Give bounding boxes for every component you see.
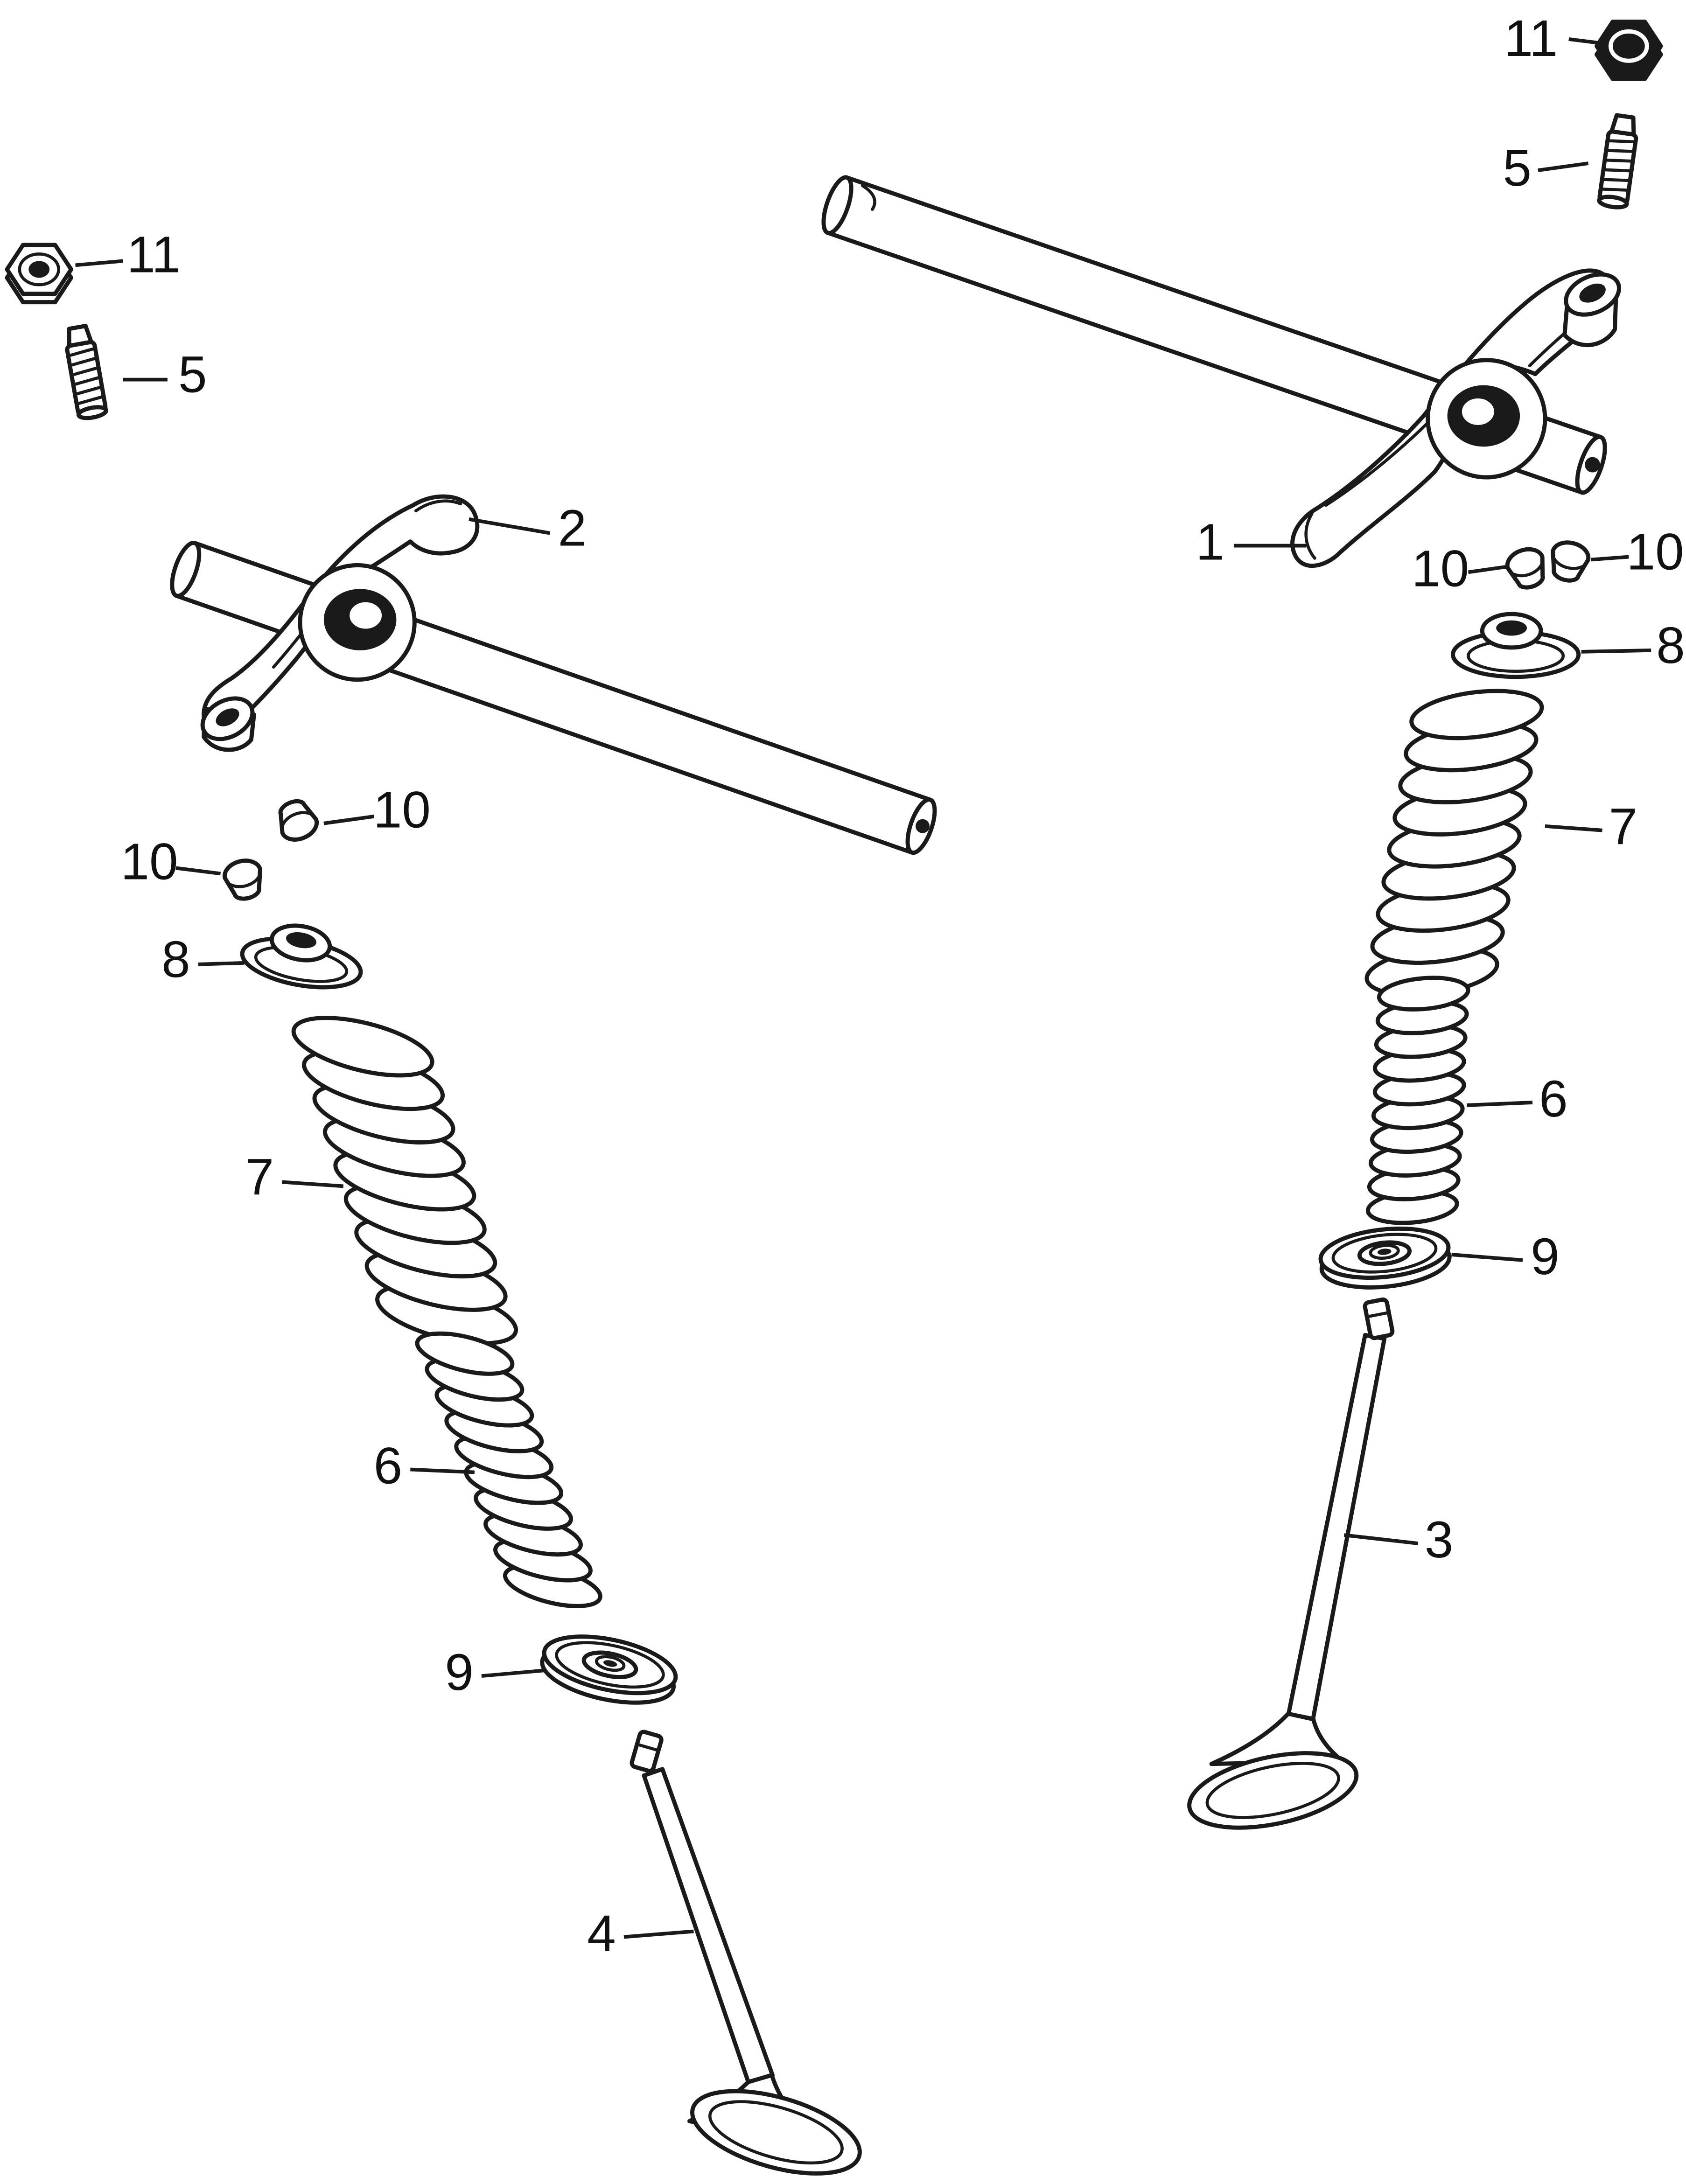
callout-9-left: 9 (445, 1644, 545, 1701)
leader-line (469, 517, 551, 535)
lock-nut-top-left (5, 243, 74, 305)
spring-retainer-left (240, 923, 363, 990)
callout-label: 8 (161, 931, 190, 988)
callout-label: 5 (178, 346, 207, 404)
callout-11-top-right: 11 (1504, 10, 1603, 67)
adjuster-hole (216, 708, 239, 726)
callout-label: 11 (127, 226, 181, 283)
valve-stem-tip (630, 1730, 664, 1773)
leader-line (1467, 1101, 1533, 1107)
callout-label: 6 (1539, 1070, 1568, 1128)
valve-head (690, 2089, 862, 2176)
callout-8-right: 8 (1581, 617, 1685, 674)
valve-keepers-right (1505, 540, 1591, 590)
callout-5-top-right: 5 (1503, 140, 1589, 197)
callouts: 11 5 11 5 2 1 10 10 (75, 10, 1685, 1962)
adjuster-hole (1579, 283, 1606, 303)
spring-retainer-right (1451, 612, 1581, 679)
callout-11-top-left: 11 (75, 226, 181, 283)
leader-line (1545, 824, 1602, 832)
callout-label: 11 (1504, 10, 1558, 67)
spring-seat-left (540, 1634, 678, 1705)
callout-label: 10 (1412, 540, 1469, 597)
valve-keepers-left (222, 799, 319, 901)
callout-6-right: 6 (1467, 1070, 1568, 1128)
callout-label: 1 (1196, 513, 1224, 571)
leader-line (1538, 161, 1589, 172)
valve-keeper (222, 858, 262, 901)
callout-label: 10 (373, 781, 431, 839)
valve-right (1187, 1297, 1395, 1830)
retainer-hole (286, 932, 317, 949)
leader-line (198, 961, 245, 966)
callout-label: 7 (245, 1148, 274, 1206)
leader-line (1451, 1253, 1523, 1262)
valve-stem (642, 1767, 775, 2086)
shaft-end-hole (916, 819, 930, 833)
callout-label: 3 (1425, 1511, 1454, 1569)
valve-stem (1286, 1333, 1387, 1721)
callout-10-right-a: 10 (1412, 540, 1508, 597)
valve-spring-inner-right (1365, 976, 1470, 1225)
valve-spring-inner-left (415, 1331, 602, 1608)
rocker-shaft-right (821, 175, 1607, 495)
leader-line (175, 866, 221, 876)
valve-keeper (1551, 540, 1591, 583)
callout-10-left-b: 10 (120, 833, 221, 890)
callout-7-left: 7 (245, 1148, 344, 1206)
callout-label: 4 (587, 1905, 616, 1962)
callout-2: 2 (469, 500, 587, 557)
seat-hole (603, 1660, 617, 1667)
valve-keeper (278, 799, 319, 842)
callout-label: 5 (1503, 140, 1532, 197)
leader-line (1468, 565, 1508, 574)
valve-spring-outer-right (1364, 689, 1544, 997)
leader-line (1581, 648, 1651, 654)
callout-10-left-a: 10 (323, 781, 431, 839)
callout-3: 3 (1343, 1511, 1454, 1569)
leader-line (1343, 1533, 1419, 1545)
callout-1: 1 (1196, 513, 1307, 571)
callout-label: 2 (558, 500, 587, 557)
callout-label: 10 (120, 833, 178, 890)
rocker-arm-right (1290, 268, 1621, 568)
leader-line (623, 1929, 694, 1939)
nut-hole (28, 261, 50, 278)
callout-label: 9 (445, 1644, 474, 1701)
callout-8-left: 8 (161, 931, 245, 988)
callout-7-right: 7 (1545, 798, 1637, 856)
leader-line (281, 1180, 344, 1188)
valve-keeper (1505, 547, 1545, 590)
leader-line (1591, 555, 1629, 562)
callout-label: 9 (1531, 1228, 1560, 1285)
spring-seat-right (1318, 1226, 1452, 1290)
adjusting-screw-top-right (1597, 113, 1638, 209)
valve-head (1187, 1751, 1359, 1830)
leader-line (323, 814, 375, 825)
leader-line (481, 1668, 545, 1678)
retainer-hole (1496, 620, 1527, 636)
leader-line (410, 1467, 475, 1474)
valve-stem-tip (1363, 1297, 1395, 1340)
callout-6-left: 6 (374, 1437, 475, 1494)
callout-4: 4 (587, 1905, 694, 1962)
rocker-arm-left (200, 494, 480, 752)
callout-label: 6 (374, 1437, 403, 1494)
valve-spring-outer-left (291, 1016, 518, 1346)
callout-label: 8 (1656, 617, 1685, 674)
shaft-end-hole (1585, 457, 1601, 473)
leader-line (75, 259, 123, 267)
callout-label: 7 (1609, 798, 1638, 856)
adjusting-screw-top-left (65, 324, 108, 420)
seat-hole (1377, 1249, 1392, 1255)
callout-label: 10 (1627, 523, 1684, 580)
valve-left (630, 1730, 862, 2176)
leader-line (1568, 37, 1603, 45)
callout-9-right: 9 (1451, 1228, 1560, 1285)
lock-nut-top-right (1595, 19, 1663, 81)
callout-5-top-left: 5 (123, 346, 207, 404)
callout-10-right-b: 10 (1591, 523, 1684, 580)
